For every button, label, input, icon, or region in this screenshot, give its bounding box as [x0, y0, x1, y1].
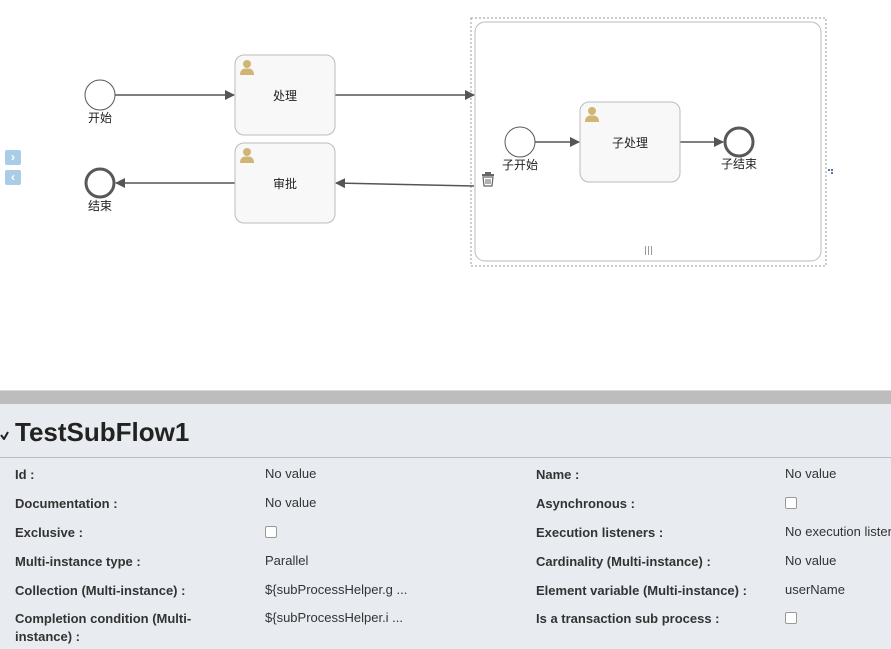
property-label: Completion condition (Multi-instance) : — [15, 611, 192, 644]
property-panel-header[interactable]: TestSubFlow1 — [0, 404, 891, 458]
property-label: Asynchronous : — [536, 496, 635, 511]
start-event[interactable]: 开始 — [84, 79, 116, 125]
process-canvas[interactable]: 开始 结束 处理 审批 子开始 子处理 — [0, 0, 891, 390]
property-value[interactable]: No value — [785, 466, 837, 481]
property-label: Multi-instance type : — [15, 554, 141, 569]
sub-task-label: 子处理 — [612, 136, 648, 150]
sequence-flows — [115, 90, 724, 189]
task-process-label: 处理 — [273, 89, 297, 103]
sub-start-event[interactable]: 子开始 — [502, 126, 538, 172]
property-label: Documentation : — [15, 496, 118, 511]
property-value[interactable]: userName — [785, 582, 845, 597]
asynchronous-checkbox[interactable] — [785, 497, 797, 509]
sub-end-event-label: 子结束 — [721, 157, 757, 171]
property-label: Is a transaction sub process : — [536, 611, 720, 626]
property-value[interactable]: No value — [785, 553, 837, 568]
property-value[interactable]: ${subProcessHelper.g ... — [265, 582, 408, 597]
start-event-label: 开始 — [88, 111, 112, 125]
property-panel-title: TestSubFlow1 — [15, 417, 190, 447]
panel-splitter[interactable] — [0, 390, 891, 404]
task-process[interactable]: 处理 — [234, 54, 336, 136]
property-value[interactable]: ${subProcessHelper.i ... — [265, 610, 404, 625]
chevron-left-icon: ‹ — [11, 170, 15, 184]
exclusive-checkbox[interactable] — [265, 526, 277, 538]
property-label: Execution listeners : — [536, 525, 664, 540]
property-label: Exclusive : — [15, 525, 83, 540]
property-label: Cardinality (Multi-instance) : — [536, 554, 711, 569]
chevron-right-icon: › — [11, 150, 15, 164]
subprocess-marker-icon — [645, 246, 652, 255]
task-approve[interactable]: 审批 — [234, 142, 336, 224]
property-label: Element variable (Multi-instance) : — [536, 583, 747, 598]
transaction-checkbox[interactable] — [785, 612, 797, 624]
collapse-palette-button[interactable]: ‹ — [5, 170, 21, 185]
property-value[interactable]: No value — [265, 495, 317, 510]
trash-icon[interactable] — [482, 172, 494, 187]
sub-start-event-label: 子开始 — [502, 158, 538, 172]
property-value[interactable]: No value — [265, 466, 317, 481]
property-label: Name : — [536, 467, 580, 482]
end-event-label: 结束 — [88, 199, 112, 213]
property-panel: TestSubFlow1 Id : No value Name : No val… — [0, 404, 891, 649]
subprocess-selection-frame — [470, 17, 827, 267]
property-label: Collection (Multi-instance) : — [15, 583, 186, 598]
sub-task[interactable]: 子处理 — [579, 101, 681, 183]
task-approve-label: 审批 — [273, 176, 297, 191]
bpmn-diagram: 开始 结束 处理 审批 子开始 子处理 — [84, 17, 833, 267]
property-label: Id : — [15, 467, 35, 482]
end-event[interactable]: 结束 — [84, 167, 116, 213]
property-value[interactable]: No execution listeners configured — [785, 524, 891, 539]
collapse-arrow-icon[interactable] — [0, 431, 9, 440]
flow-subprocess-to-approve — [335, 178, 475, 189]
sub-end-event[interactable]: 子结束 — [721, 126, 757, 171]
resize-handle-icon[interactable] — [828, 169, 833, 174]
expand-palette-button[interactable]: › — [5, 150, 21, 165]
property-value[interactable]: Parallel — [265, 553, 309, 568]
